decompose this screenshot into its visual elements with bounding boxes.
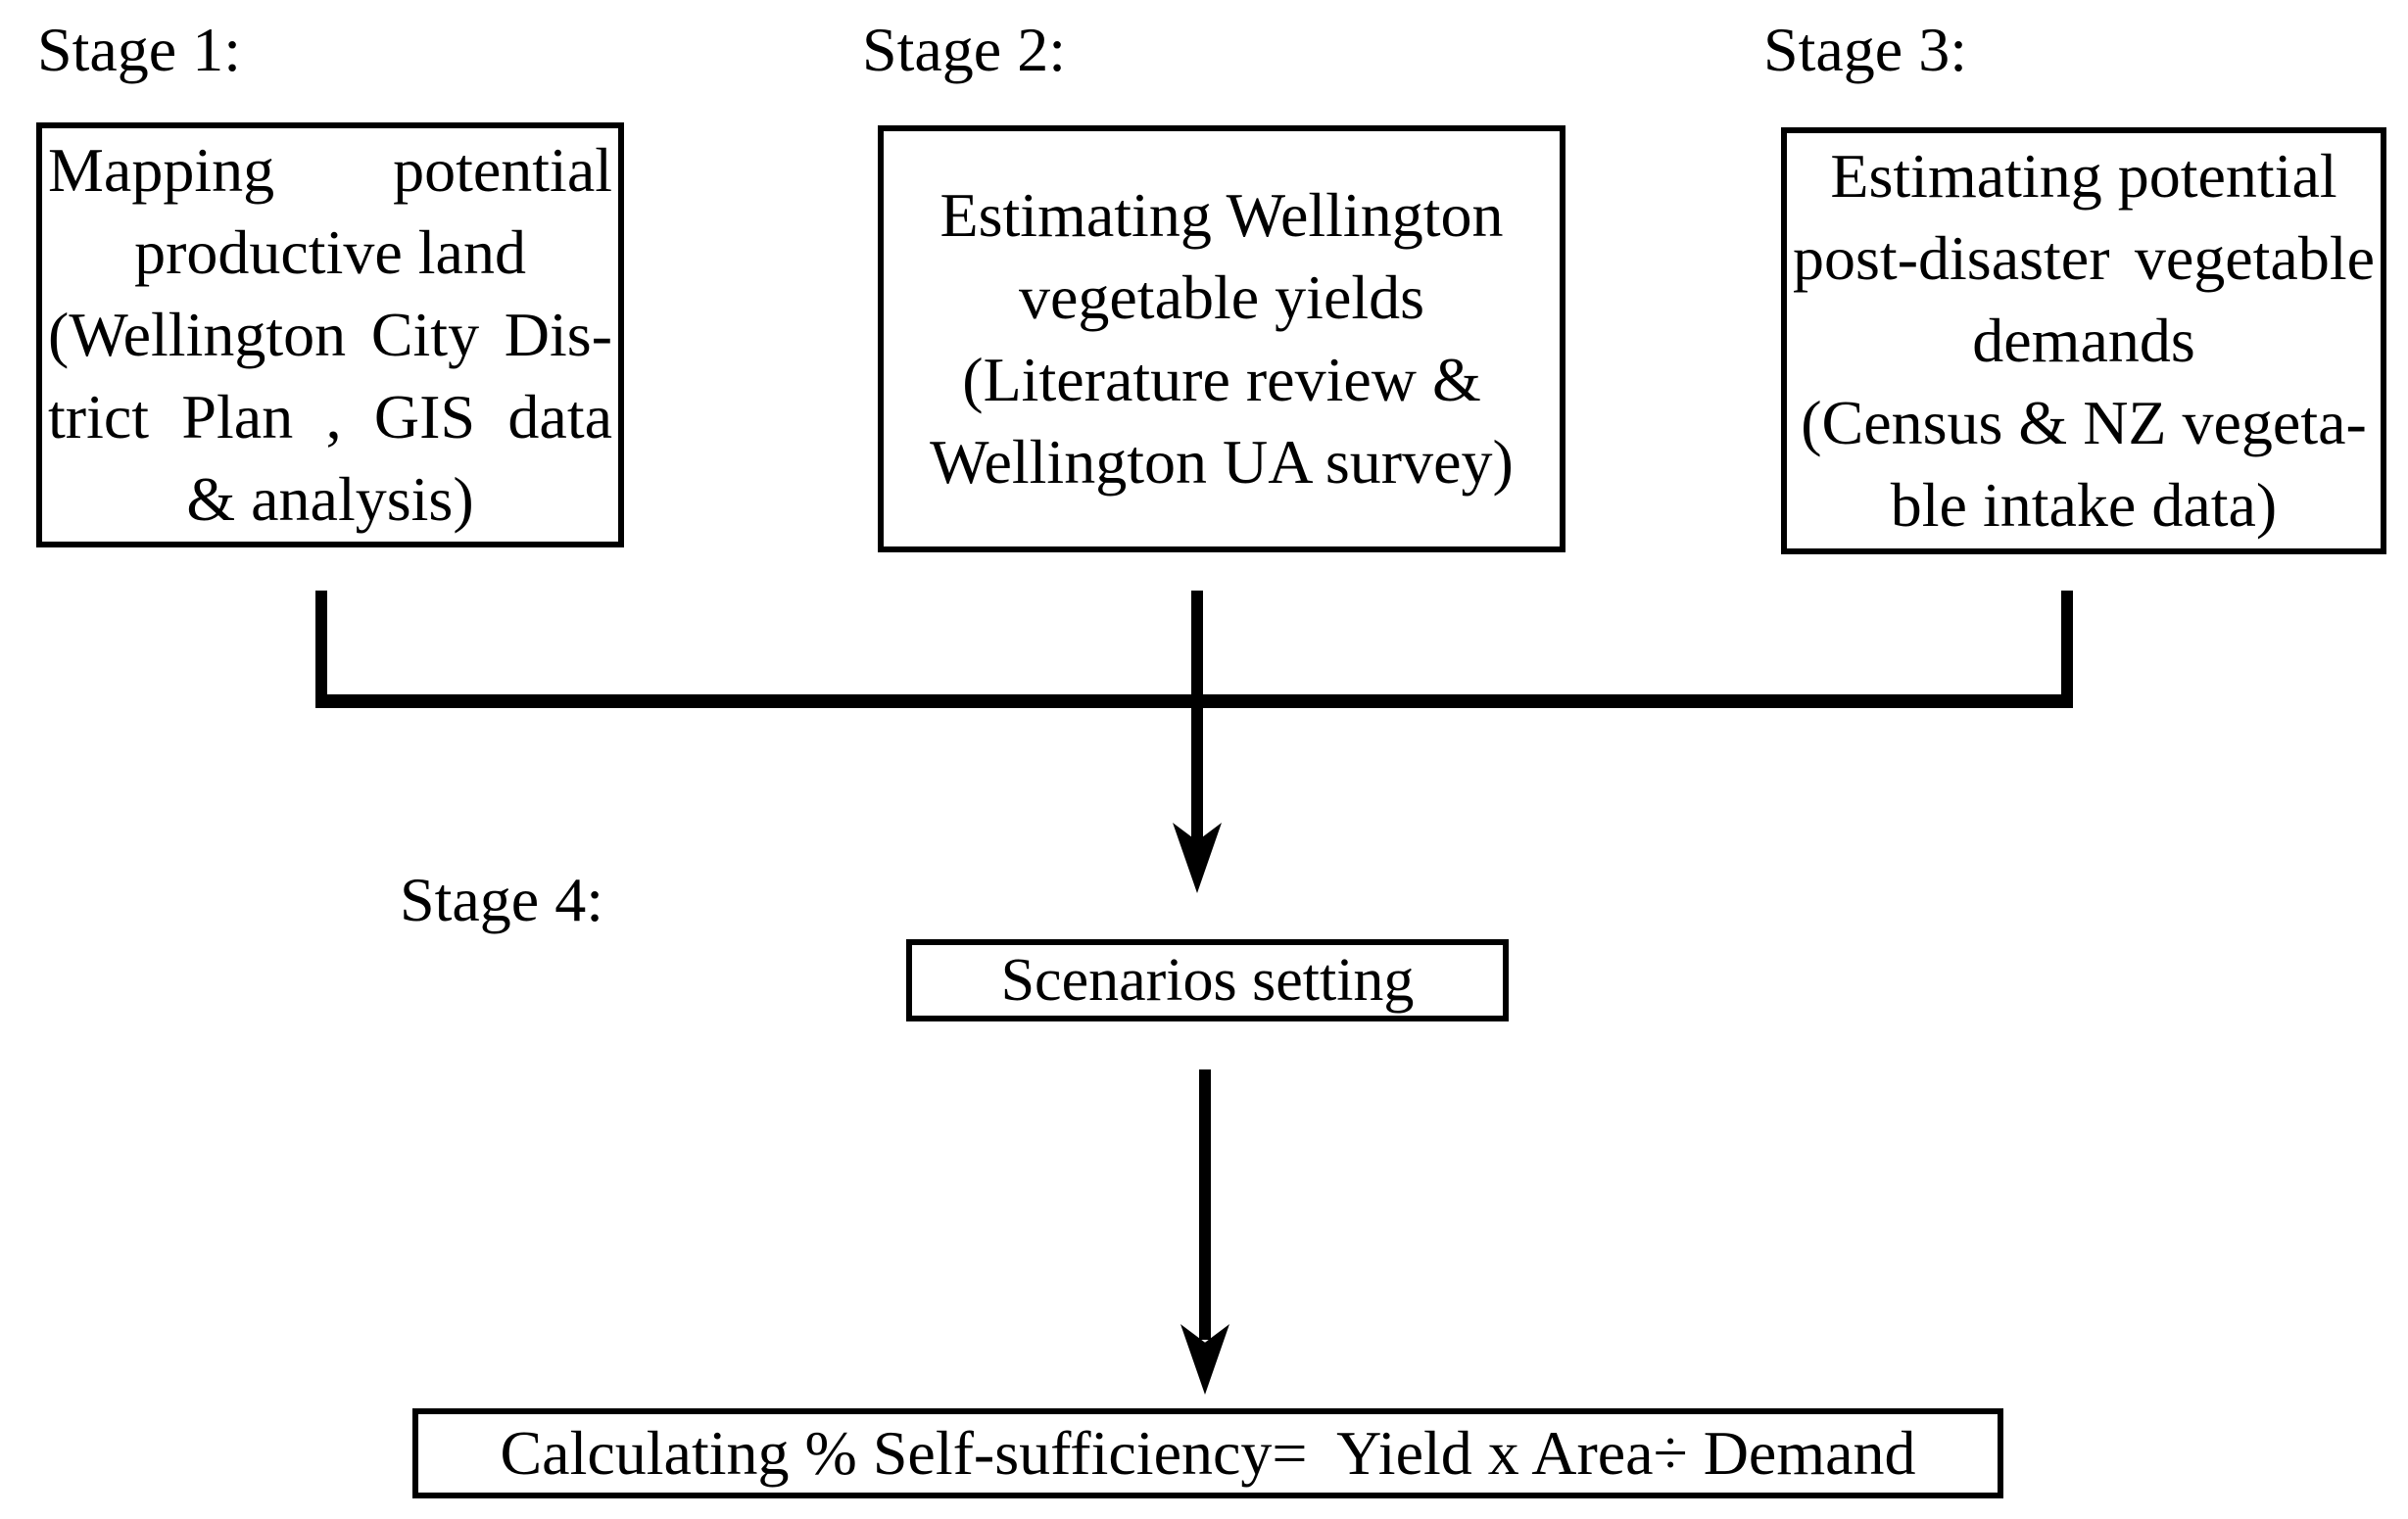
connector-stub-stage1 bbox=[315, 591, 327, 708]
stage1-box-line-1: Mapping potential bbox=[48, 135, 612, 205]
stage3-box-line-2: post-disaster vegetable bbox=[1793, 223, 2375, 293]
stage3-box-line-1: Estimating potential bbox=[1830, 141, 2337, 211]
stage4-label: Stage 4: bbox=[400, 865, 603, 934]
scenarios-setting-label: Scenarios setting bbox=[1000, 946, 1415, 1014]
connector-shaft-final bbox=[1199, 1069, 1211, 1340]
stage3-box-line-3: demands bbox=[1972, 306, 2195, 375]
stage1-box: Mapping potential productive land (Welli… bbox=[36, 122, 624, 547]
stage2-box-line-4: Wellington UA survey) bbox=[930, 427, 1514, 497]
stage2-box-line-3: (Literature review & bbox=[962, 345, 1481, 414]
stage2-label: Stage 2: bbox=[862, 15, 1066, 84]
stage2-box-line-2: vegetable yields bbox=[1018, 262, 1425, 332]
stage3-box: Estimating potential post-disaster veget… bbox=[1781, 127, 2386, 554]
connector-shaft-stage2 bbox=[1191, 591, 1203, 844]
stage2-box: Estimating Wellington vegetable yields (… bbox=[878, 125, 1565, 552]
final-formula-box: Calculating % Self-sufficiency= Yield x … bbox=[412, 1408, 2003, 1498]
stage2-box-line-1: Estimating Wellington bbox=[939, 180, 1504, 250]
stage1-box-line-4: trict Plan , GIS data bbox=[48, 382, 612, 451]
stage1-box-line-5: & analysis) bbox=[186, 464, 474, 534]
connector-merge-bar bbox=[315, 694, 2073, 708]
connector-stub-stage3 bbox=[2061, 591, 2073, 708]
stage1-label: Stage 1: bbox=[37, 15, 241, 84]
stage3-box-line-5: ble intake data) bbox=[1890, 470, 2278, 540]
stage1-box-line-2: productive land bbox=[134, 217, 526, 287]
stage3-label: Stage 3: bbox=[1763, 15, 1967, 84]
stage1-box-line-3: (Wellington City Dis- bbox=[48, 300, 612, 369]
stage3-box-line-4: (Census & NZ vegeta- bbox=[1801, 388, 2367, 457]
final-formula-label: Calculating % Self-sufficiency= Yield x … bbox=[500, 1418, 1916, 1488]
scenarios-setting-box: Scenarios setting bbox=[906, 939, 1509, 1021]
